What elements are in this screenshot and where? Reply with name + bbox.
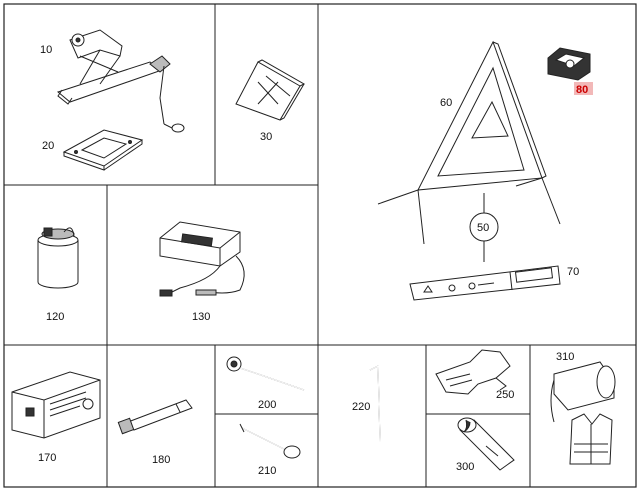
compressor-illustration [159, 221, 245, 297]
callout-50 [469, 193, 499, 262]
part-number-70: 70 [567, 266, 579, 278]
bolt-tool-illustration [117, 399, 193, 435]
part-number-80: 80 [576, 84, 588, 96]
small-case-illustration [547, 47, 591, 81]
gloves-illustration [435, 349, 511, 395]
wheel-chock-illustration [235, 59, 306, 121]
grid-frame [3, 3, 637, 488]
part-80-highlight [574, 82, 593, 95]
part-number-310: 310 [556, 351, 574, 363]
hex-key-illustration [369, 365, 381, 443]
base-plate-illustration [62, 129, 144, 171]
triangle-box-illustration [409, 265, 561, 301]
first-aid-kit-illustration [11, 371, 101, 439]
lug-wrench-illustration [226, 356, 305, 391]
part-number-200: 200 [258, 399, 276, 411]
part-number-50: 50 [477, 222, 489, 234]
part-number-170: 170 [38, 452, 56, 464]
safety-vest-illustration [550, 361, 616, 465]
part-number-20: 20 [42, 140, 54, 152]
part-number-10: 10 [40, 44, 52, 56]
part-number-30: 30 [260, 131, 272, 143]
canister-illustration [37, 227, 79, 289]
flashlight-illustration [457, 417, 515, 471]
part-number-120: 120 [46, 311, 64, 323]
part-number-60: 60 [440, 97, 452, 109]
towing-eye-illustration [239, 423, 301, 459]
part-number-220: 220 [352, 401, 370, 413]
part-number-250: 250 [496, 389, 514, 401]
jack-illustration [56, 29, 185, 133]
part-number-180: 180 [152, 454, 170, 466]
part-number-300: 300 [456, 461, 474, 473]
part-number-210: 210 [258, 465, 276, 477]
part-number-130: 130 [192, 311, 210, 323]
warning-triangle-illustration [377, 40, 561, 245]
